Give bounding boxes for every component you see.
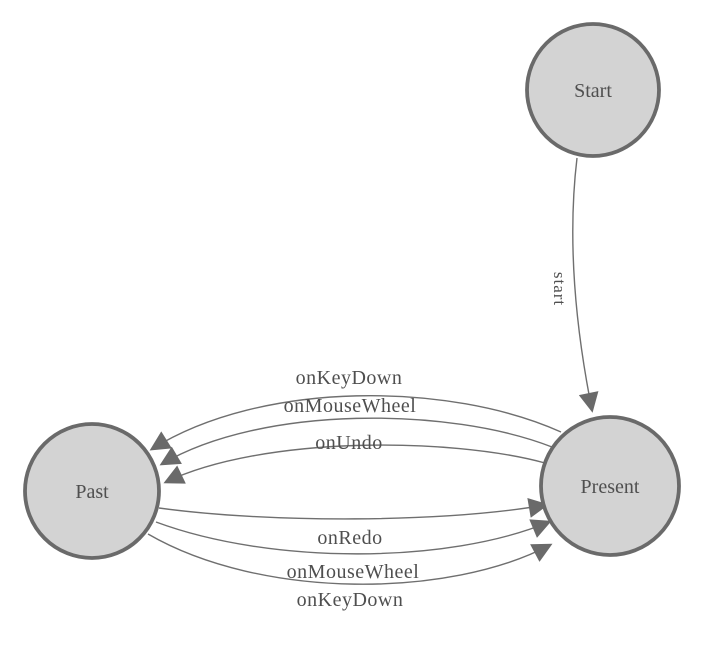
- edge-label-onmousewheel-up: onMouseWheel: [284, 395, 417, 417]
- edge-start-to-present: start: [550, 157, 599, 413]
- state-label-past: Past: [75, 481, 109, 503]
- state-label-present: Present: [581, 476, 640, 498]
- edge-label-onundo: onUndo: [315, 432, 382, 454]
- edge-line-onmousewheel-low: [155, 519, 552, 555]
- edge-line-onmousewheel-up: [159, 417, 553, 466]
- edge-line-onundo: [163, 444, 546, 484]
- state-circle-present: [539, 415, 681, 557]
- edge-line-onkeydown-up: [149, 395, 562, 451]
- edge-label-onkeydown-low: onKeyDown: [297, 589, 404, 611]
- edge-past-to-present-onkeydown: onKeyDown: [147, 533, 553, 611]
- edge-label-onmousewheel-low: onMouseWheel: [287, 561, 420, 583]
- edge-past-to-present-onmousewheel: onMouseWheel: [155, 519, 552, 583]
- edge-present-to-past-onkeydown: onKeyDown: [149, 367, 562, 451]
- state-circle-past: [23, 422, 161, 560]
- edge-present-to-past-onmousewheel: onMouseWheel: [159, 395, 553, 466]
- state-circle-start: [525, 22, 661, 158]
- edge-line-start: [572, 157, 599, 413]
- edge-present-to-past-onundo: onUndo: [163, 432, 546, 484]
- edge-label-onredo: onRedo: [317, 527, 382, 549]
- edge-label-start: start: [550, 272, 569, 306]
- state-label-start: Start: [574, 80, 612, 102]
- edge-line-onredo: [158, 498, 549, 520]
- edge-line-onkeydown-low: [147, 533, 553, 585]
- state-node-start: Start: [525, 22, 661, 158]
- edge-past-to-present-onredo: onRedo: [158, 498, 549, 549]
- state-node-past: Past: [23, 422, 161, 560]
- state-node-present: Present: [539, 415, 681, 557]
- edge-label-onkeydown-up: onKeyDown: [296, 367, 403, 389]
